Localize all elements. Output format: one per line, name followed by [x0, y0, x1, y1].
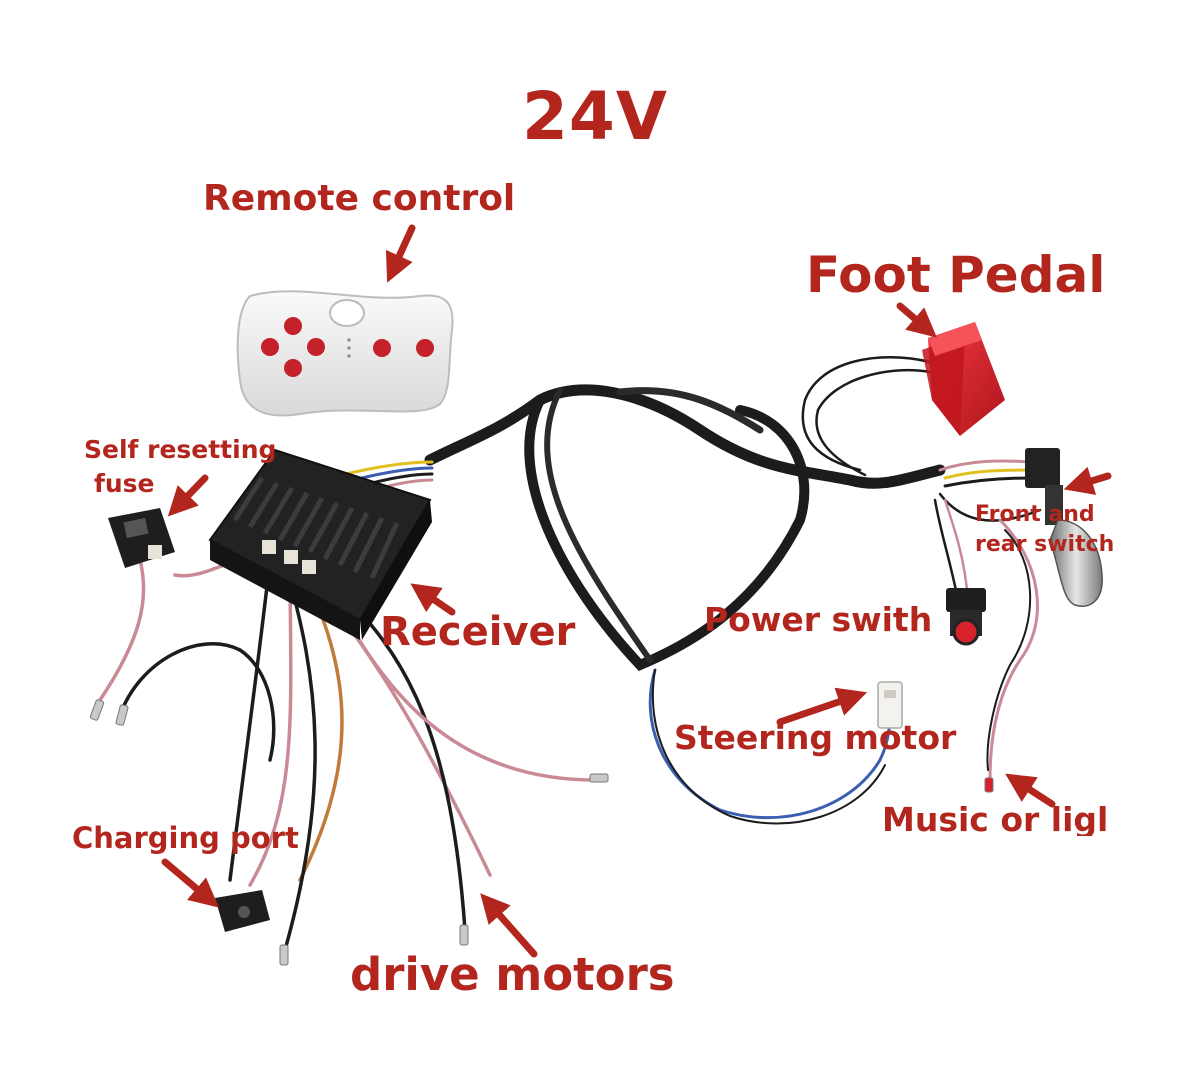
- remote-control: [236, 290, 454, 417]
- label-charging-port: Charging port: [72, 821, 299, 855]
- remote-button-up: [284, 317, 302, 335]
- label-foot-pedal: Foot Pedal: [806, 246, 1106, 304]
- steering-motor-connector: [877, 681, 903, 729]
- label-power-switch: Power swith: [704, 600, 933, 639]
- remote-button-down: [284, 359, 302, 377]
- main-harness-cable: [424, 384, 946, 671]
- charging-port: [215, 890, 270, 932]
- label-front-rear-switch: Front and rear switch: [975, 500, 1115, 560]
- self-resetting-fuse: [108, 508, 175, 568]
- remote-button-right: [307, 338, 325, 356]
- arrow-steering: [776, 687, 868, 726]
- remote-button-a: [373, 339, 391, 357]
- front-rear-switch: [1025, 448, 1103, 607]
- annotation-arrows: [161, 224, 1112, 958]
- arrow-receiver: [410, 583, 456, 616]
- remote-button-left: [261, 338, 279, 356]
- arrow-charging: [161, 858, 219, 908]
- arrow-drive-motors: [480, 893, 538, 958]
- receiver-box: [208, 448, 432, 640]
- label-steering-motor: Steering motor: [674, 718, 957, 757]
- label-self-resetting-fuse: Self resetting fuse: [84, 433, 276, 501]
- label-music-or-light: Music or ligl: [882, 803, 1109, 836]
- remote-center-button: [329, 299, 365, 327]
- remote-button-b: [416, 339, 434, 357]
- label-fuse-line2: fuse: [94, 469, 155, 498]
- arrow-pedal: [896, 302, 937, 338]
- label-remote-control: Remote control: [203, 178, 516, 219]
- arrow-music: [1005, 773, 1056, 808]
- arrow-front-rear: [1063, 466, 1112, 495]
- label-frs-line2: rear switch: [975, 532, 1115, 557]
- arrow-fuse: [167, 474, 209, 517]
- label-receiver: Receiver: [380, 609, 576, 655]
- label-fuse-line1: Self resetting: [84, 435, 277, 464]
- voltage-title: 24V: [522, 78, 668, 155]
- label-drive-motors: drive motors: [350, 948, 675, 1001]
- power-switch: [946, 588, 986, 646]
- wire-terminals: [89, 699, 994, 966]
- arrow-remote: [385, 224, 416, 283]
- label-frs-line1: Front and: [975, 502, 1095, 527]
- foot-pedal: [922, 322, 1005, 436]
